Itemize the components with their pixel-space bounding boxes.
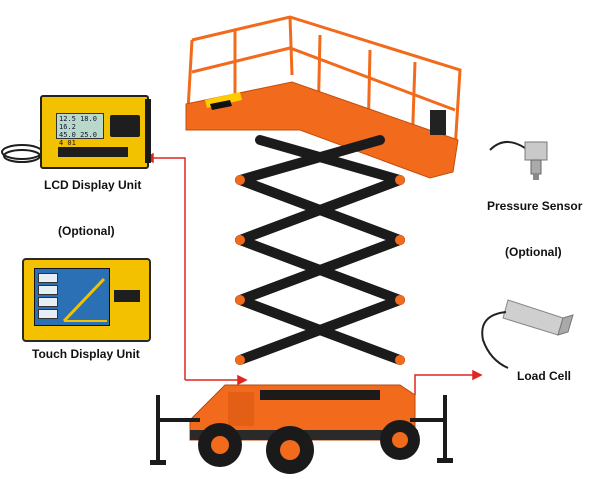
outriggers: [156, 395, 447, 462]
lcd-screen-row-2: 45.0 25.0 4 01: [59, 131, 97, 147]
touch-logo: [114, 290, 140, 302]
load-cell-icon: [481, 299, 574, 369]
optional-right-label: (Optional): [505, 245, 562, 259]
touch-display-unit-label: Touch Display Unit: [32, 347, 140, 361]
load-cell-label: Load Cell: [517, 369, 572, 383]
lcd-logo-strip: [58, 147, 128, 157]
wheels: [198, 420, 420, 474]
lcd-display-unit-label: LCD Display Unit: [44, 178, 142, 192]
pressure-sensor-label: Pressure Sensor: [487, 199, 583, 213]
scissor-arms: [235, 135, 405, 365]
touch-screen: [34, 268, 110, 326]
crane-graphic-icon: [62, 277, 107, 323]
connection-arrows: [144, 152, 483, 395]
scissor-pins: [235, 175, 405, 365]
lcd-screen: 12.5 18.0 16.2 45.0 25.0 4 01: [56, 113, 104, 147]
optional-left-label: (Optional): [58, 224, 115, 238]
lcd-screen-row-1: 12.5 18.0 16.2: [59, 115, 97, 131]
pressure-sensor-icon: [489, 141, 548, 180]
lcd-keypad: [110, 115, 140, 137]
platform-railing: [186, 15, 462, 151]
platform-deck: [185, 81, 459, 179]
lcd-display-icon: 12.5 18.0 16.2 45.0 25.0 4 01: [40, 95, 149, 169]
touch-display-unit-icon: [22, 258, 151, 342]
